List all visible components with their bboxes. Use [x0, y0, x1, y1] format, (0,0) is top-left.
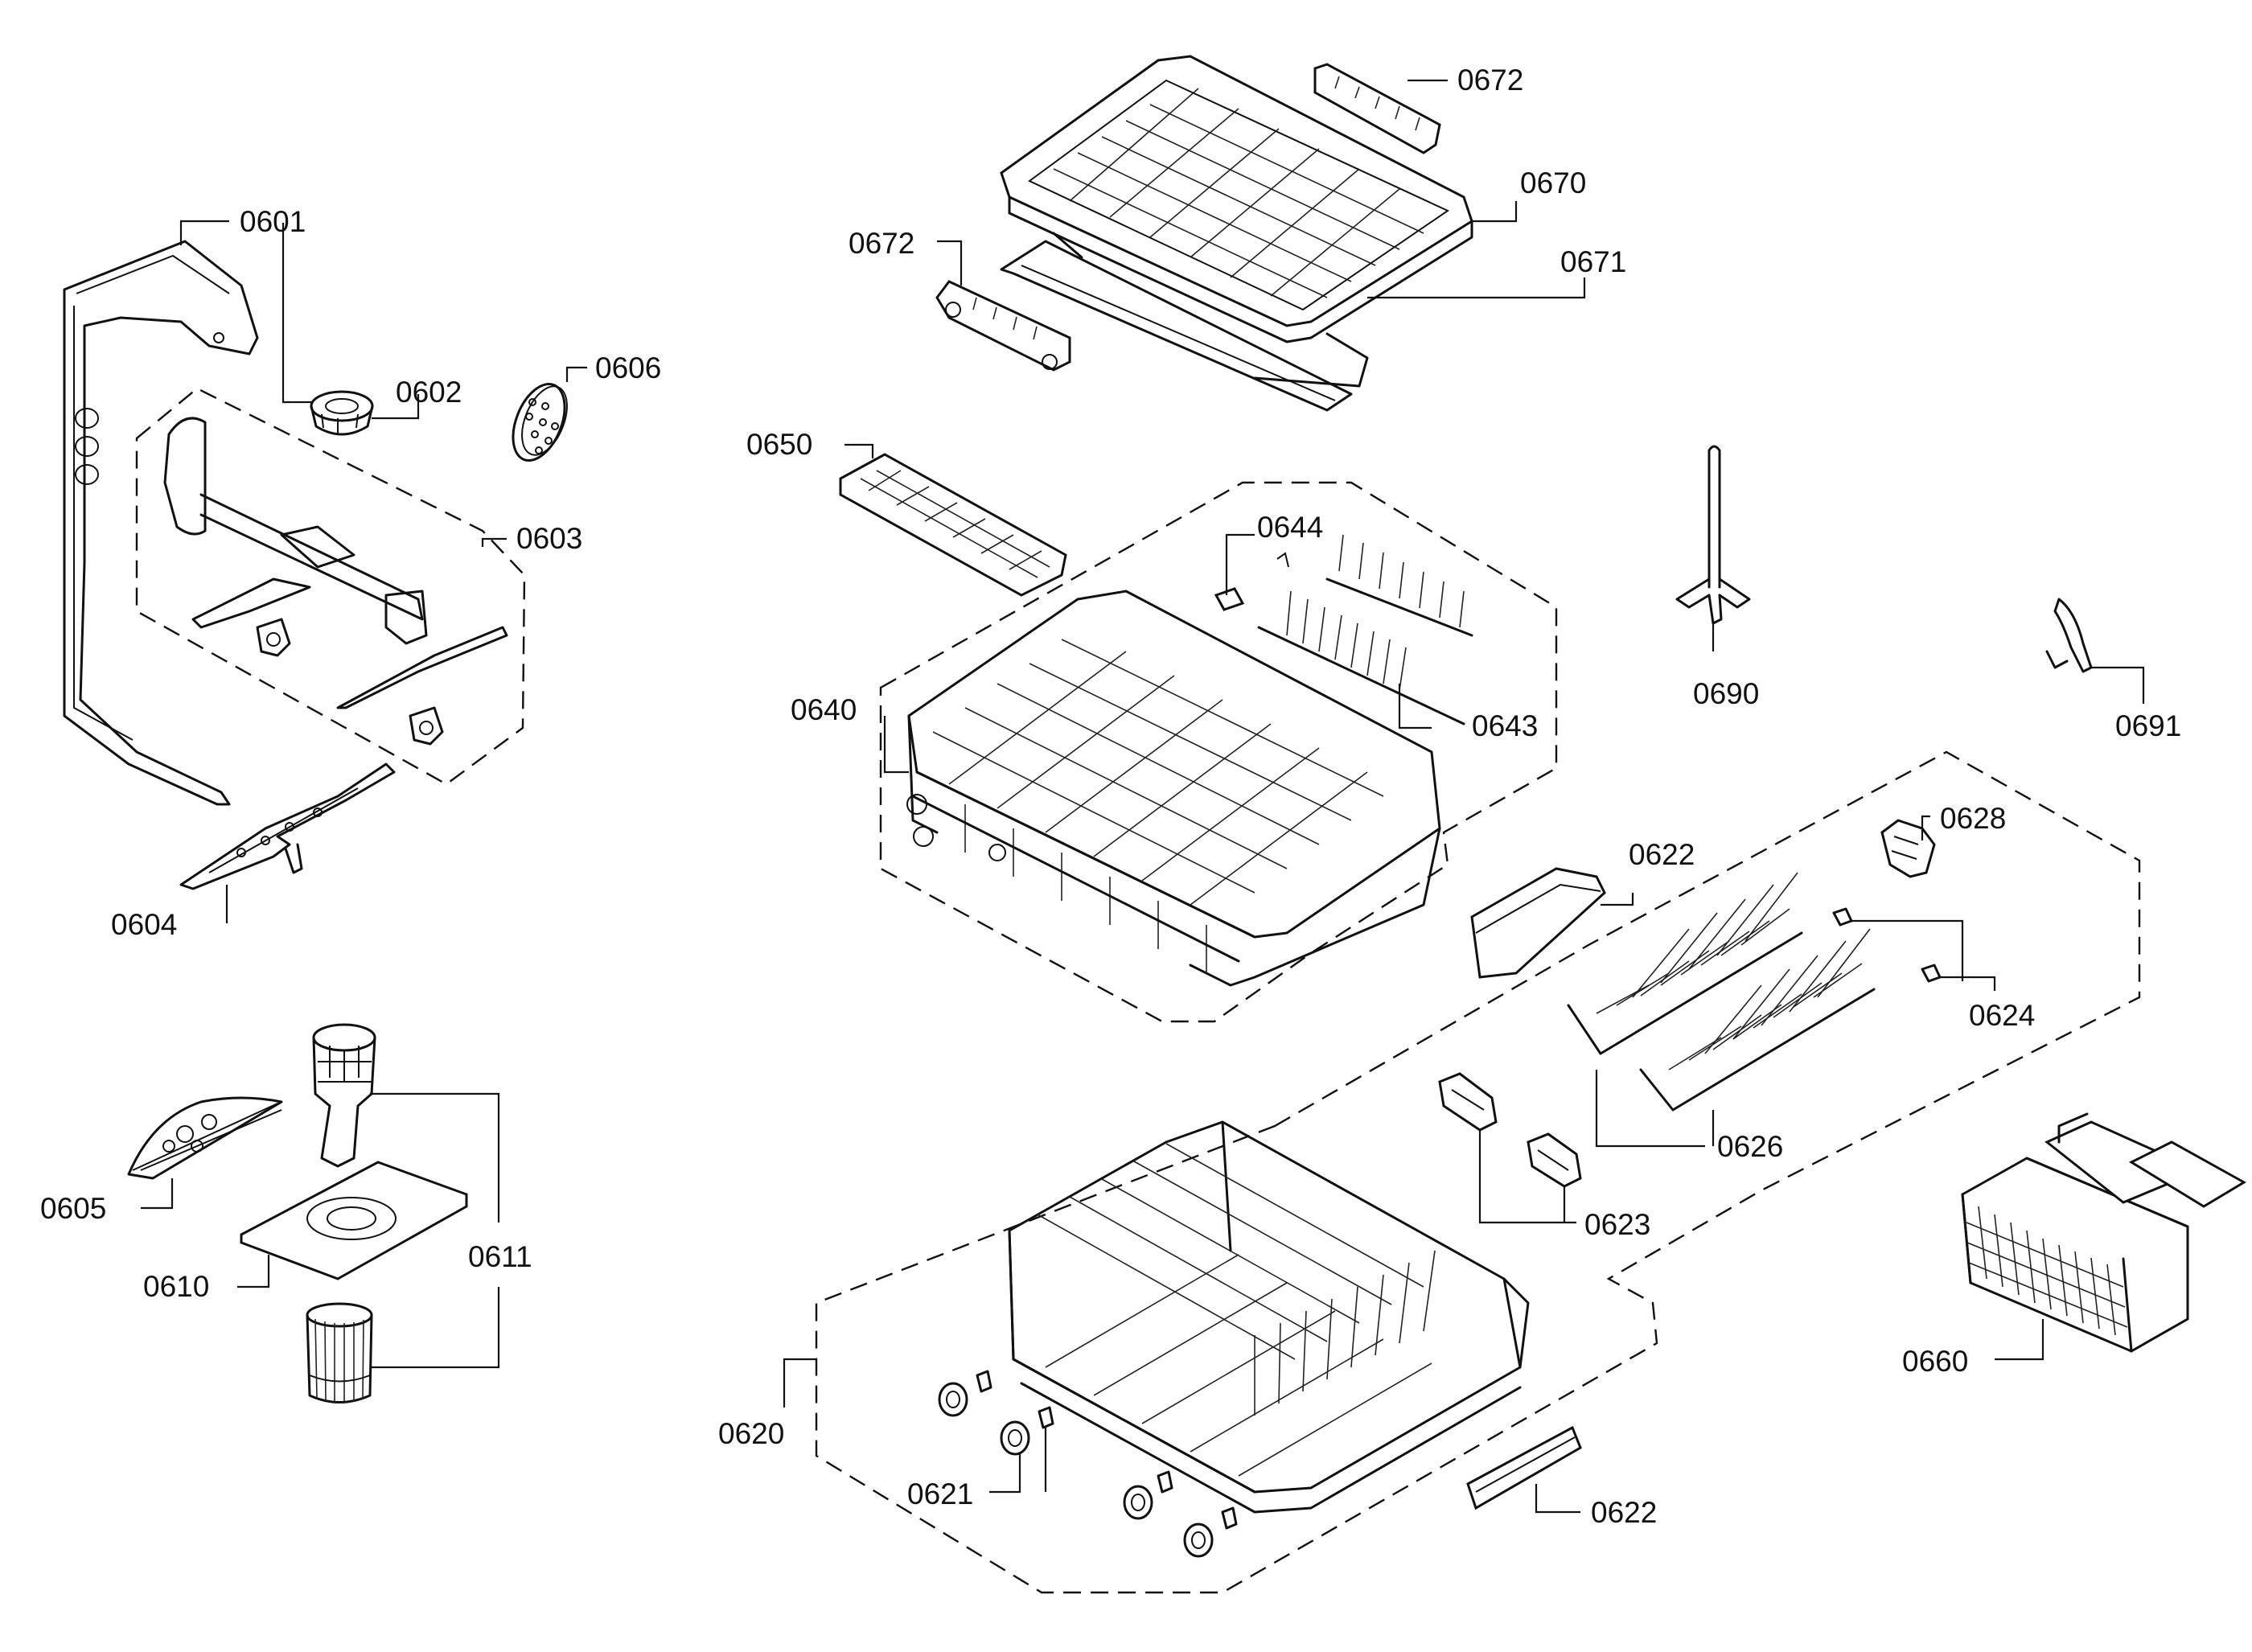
- upper-rack-0640: [906, 590, 1441, 987]
- label-0623: 0623: [1584, 1208, 1650, 1241]
- label-0610: 0610: [143, 1270, 209, 1303]
- label-0621: 0621: [907, 1477, 973, 1510]
- strip-0622-lower: [1466, 1425, 1582, 1510]
- rack-insert-0650: [839, 453, 1067, 597]
- cutlery-basket-0660: [1961, 1112, 2246, 1353]
- group-outline-spray-arm: [135, 387, 526, 786]
- label-0660: 0660: [1902, 1345, 1968, 1378]
- label-0626: 0626: [1717, 1130, 1783, 1163]
- clip-0691: [2045, 598, 2093, 673]
- label-0606: 0606: [595, 351, 661, 384]
- cutlery-tray-0670: [1000, 55, 1473, 343]
- filter-cover-0605: [127, 1096, 283, 1180]
- wheels-0621: [938, 1370, 1238, 1558]
- label-0602: 0602: [396, 376, 462, 409]
- fine-filter-cylinder: [306, 1302, 373, 1403]
- label-0672-top: 0672: [1457, 64, 1523, 97]
- label-0622-upper: 0622: [1629, 838, 1695, 871]
- tray-rail-0671: [1000, 240, 1369, 412]
- filter-assembly-0611: [312, 1023, 376, 1168]
- label-0624: 0624: [1969, 999, 2035, 1032]
- spray-arm-assembly-0603: [163, 417, 508, 746]
- label-0643: 0643: [1472, 709, 1538, 742]
- tine-rack-0643: [1257, 534, 1473, 725]
- clip-0644: [1214, 552, 1289, 611]
- tine-rows-0626: [1567, 872, 1876, 1112]
- label-0670: 0670: [1520, 166, 1586, 199]
- label-0672-left: 0672: [849, 227, 914, 260]
- label-0628: 0628: [1940, 802, 2006, 835]
- label-0622-lower: 0622: [1591, 1496, 1657, 1529]
- label-0640: 0640: [791, 693, 857, 726]
- clip-0628: [1880, 819, 1936, 878]
- holder-0622-upper: [1470, 867, 1606, 979]
- lower-spray-arm-0604: [179, 762, 396, 890]
- tray-end-clip-0672-top: [1313, 63, 1441, 154]
- label-0644: 0644: [1257, 511, 1323, 544]
- nut-0602: [310, 390, 374, 436]
- pipe-0601: [63, 240, 259, 806]
- label-0671: 0671: [1560, 245, 1626, 278]
- group-outline-lower-rack: [815, 750, 2141, 1594]
- label-0691: 0691: [2115, 709, 2181, 742]
- small-clip-0624: [1832, 907, 1942, 983]
- label-0620: 0620: [718, 1417, 784, 1450]
- label-0611: 0611: [468, 1240, 532, 1273]
- label-0650: 0650: [746, 428, 812, 461]
- leader-lines: [141, 79, 2145, 1514]
- folding-spike-0690: [1675, 445, 1751, 625]
- label-0690: 0690: [1693, 677, 1759, 710]
- label-0605: 0605: [40, 1192, 106, 1225]
- clip-0623: [1438, 1072, 1582, 1188]
- group-outline-upper-rack: [879, 481, 1558, 1023]
- label-0603: 0603: [516, 522, 582, 555]
- filter-disc-0606: [512, 382, 568, 462]
- label-0601: 0601: [240, 205, 306, 238]
- label-0604: 0604: [111, 908, 177, 941]
- tray-end-clip-0672-left: [935, 280, 1071, 372]
- flat-filter-0610: [240, 1161, 468, 1280]
- lower-rack-0620: [1008, 1120, 1530, 1514]
